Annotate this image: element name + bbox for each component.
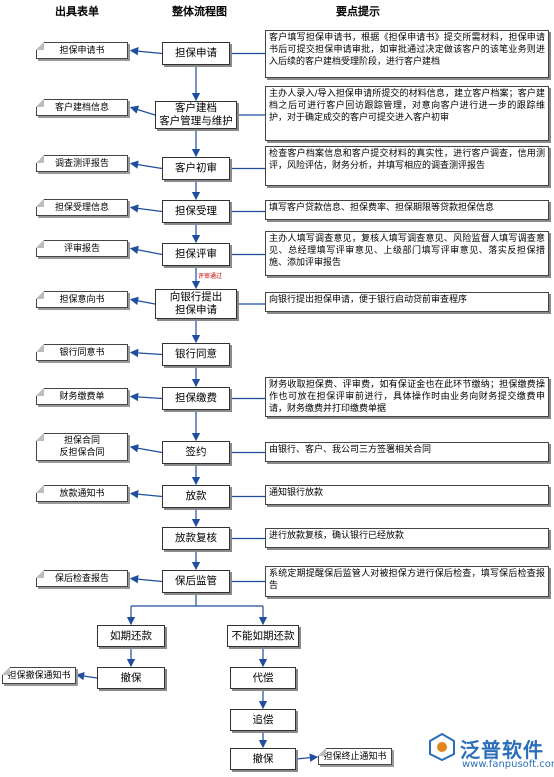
brand-url: www.fanpusoft.com: [462, 759, 554, 770]
form-2: 客户建档信息: [36, 99, 128, 116]
note-9: 由银行、客户、我公司三方签署相关合同: [265, 442, 549, 462]
step-2: 客户建档 客户管理与维护: [155, 101, 237, 129]
step-3: 客户初审: [162, 157, 230, 180]
label-review-passed: 评审通过: [198, 273, 223, 280]
form-10: 放款通知书: [36, 485, 128, 502]
branch-left-label: 如期还款: [97, 625, 165, 647]
note-3: 检查客户档案信息和客户提交材料的真实性，进行客户调查，信用测评，风险评估，财务分…: [265, 146, 549, 186]
form-3: 调查测评报告: [36, 155, 128, 172]
note-12: 系统定期提醒保后监管人对被担保方进行保后检查，填写保后检查报告: [265, 566, 549, 597]
form-9: 担保合同 反担保合同: [36, 433, 128, 461]
note-4: 填写客户贷款信息、担保费率、担保期限等贷款担保信息: [265, 200, 549, 220]
step-5: 担保评审: [162, 243, 230, 266]
note-5: 主办人填写调查意见，复核人填写调查意见、风险监督人填写调查意见、总经理填写评审意…: [265, 231, 549, 276]
brand-logo-icon: [429, 732, 455, 762]
connector-form-3: [129, 160, 163, 170]
step-10: 放款: [162, 485, 230, 508]
connector-right-form: [295, 753, 319, 762]
note-6: 向银行提出担保申请，便于银行启动贷前审查程序: [265, 292, 549, 312]
header-tips: 要点提示: [336, 5, 380, 18]
connector-form-6: [129, 296, 156, 305]
connector-form-5: [129, 245, 163, 256]
step-7: 银行同意: [162, 343, 230, 366]
form-1: 担保申请书: [36, 42, 128, 59]
branch-right-step-3: 撤保: [230, 748, 296, 770]
step-6: 向银行提出 担保申请: [155, 289, 237, 319]
step-1: 担保申请: [162, 42, 230, 65]
header-forms: 出具表单: [55, 5, 99, 18]
header-flow: 整体流程图: [172, 5, 227, 18]
branch-left-end: 撤保: [97, 667, 165, 689]
form-7: 银行同意书: [36, 344, 128, 361]
connector-form-1: [129, 47, 163, 56]
connector-form-10: [129, 490, 163, 499]
branch-right-step-1: 代偿: [230, 667, 296, 689]
form-5: 评审报告: [36, 240, 128, 257]
note-11: 进行放款复核，确认银行已经放款: [265, 528, 549, 548]
form-4: 担保受理信息: [36, 199, 128, 216]
step-9: 签约: [162, 441, 230, 464]
connector-form-4: [129, 204, 163, 213]
connector-form-8: [129, 392, 163, 402]
connector-form-9: [129, 444, 163, 454]
note-2: 主办人录入/导入担保申请所提交的材料信息，建立客户档案；客户建档之后可进行客户回…: [265, 86, 549, 141]
connector-form-7: [129, 348, 163, 358]
connector-form-2: [129, 105, 156, 116]
note-10: 通知银行放款: [265, 485, 549, 505]
form-8: 财务缴费单: [36, 388, 128, 405]
form-left-end: 担保撤保通知书: [2, 667, 76, 684]
form-12: 保后检查报告: [36, 570, 128, 587]
step-8: 担保缴费: [162, 387, 230, 410]
brand-name: 泛普软件: [460, 738, 544, 762]
step-11: 放款复核: [162, 527, 230, 550]
note-8: 财务收取担保费、评审费，如有保证金也在此环节缴纳；担保缴费操作也可放在担保评审前…: [265, 377, 549, 417]
step-12: 保后监管: [162, 570, 230, 593]
step-4: 担保受理: [162, 200, 230, 223]
connector-left-form: [75, 671, 98, 681]
connector-form-12: [129, 575, 163, 584]
branch-right-step-2: 追偿: [230, 709, 296, 731]
form-6: 担保意向书: [36, 291, 128, 308]
form-right-end: 担保终止通知书: [318, 748, 392, 765]
note-1: 客户填写担保申请书，根据《担保申请书》提交所需材料，担保申请书后可提交担保申请审…: [265, 30, 549, 78]
branch-right-label: 不能如期还款: [227, 625, 299, 647]
